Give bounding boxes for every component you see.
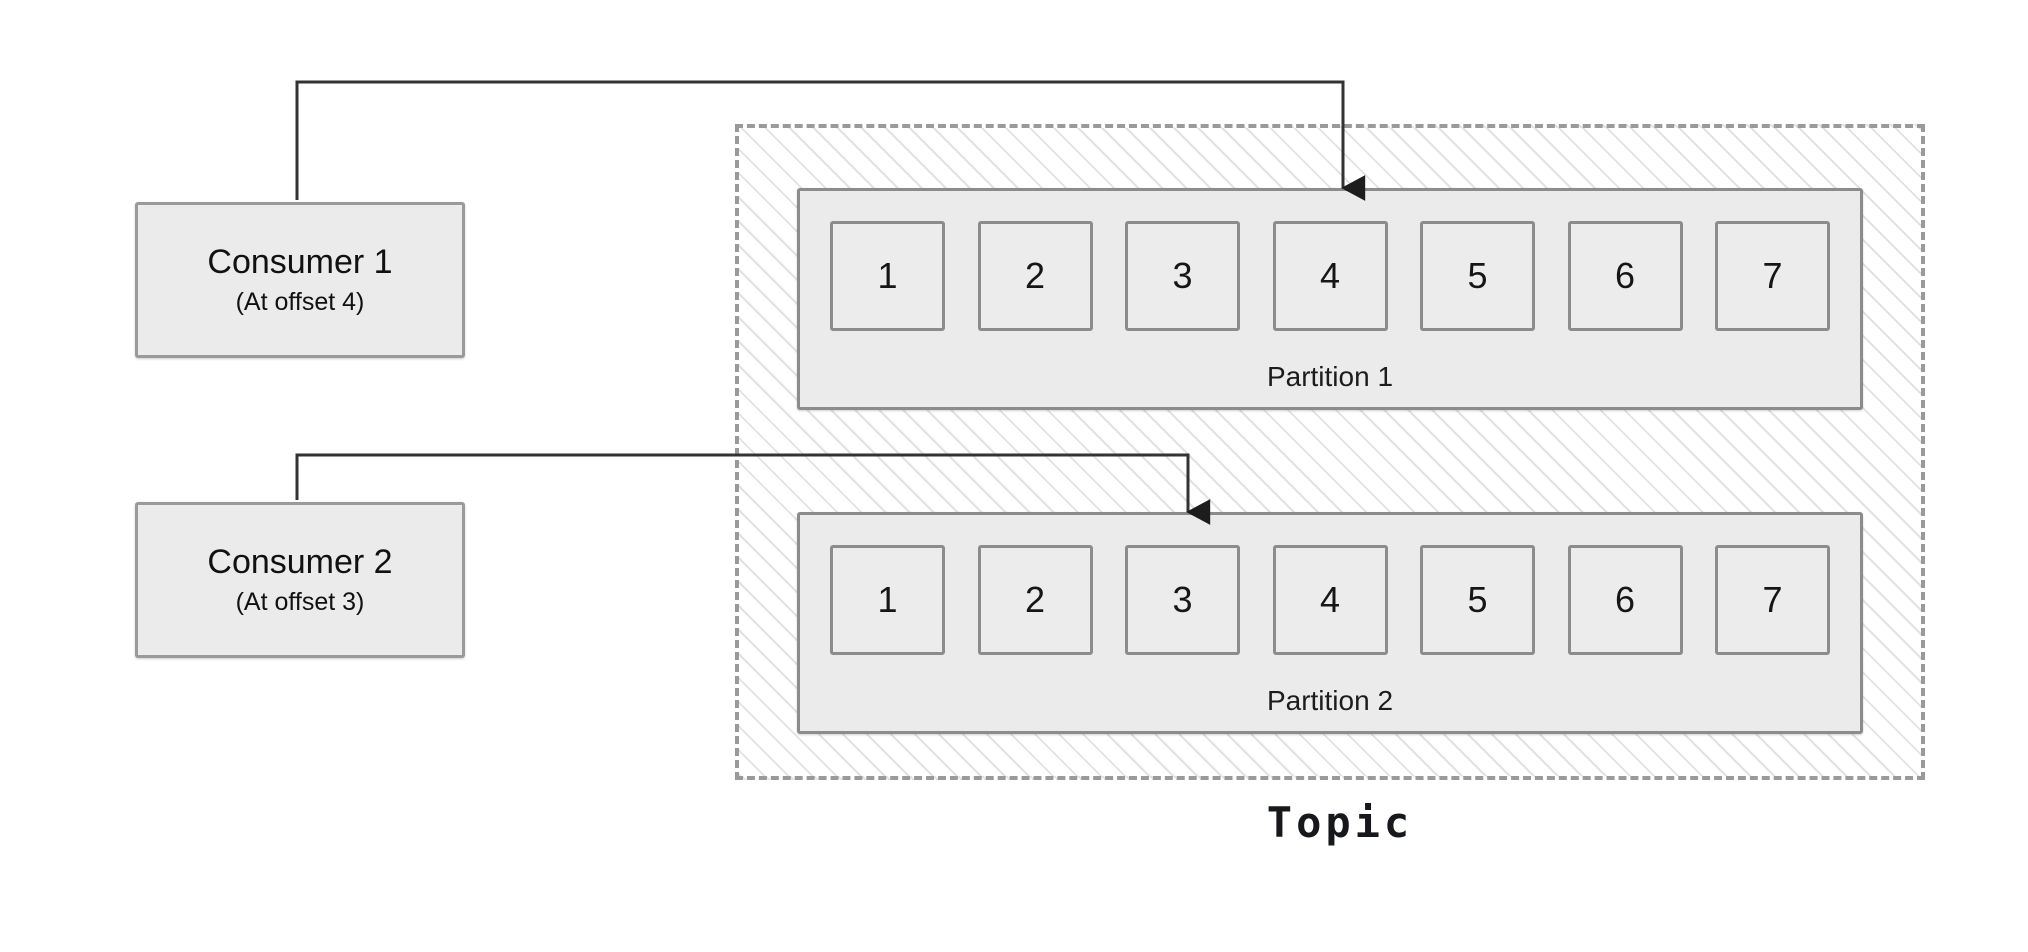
partition-1-cell-2: 2: [977, 221, 1093, 331]
partition-1-cell-1: 1: [830, 221, 945, 331]
partition-2-cell-6: 6: [1567, 545, 1683, 655]
consumer-2-title: Consumer 2: [207, 542, 393, 581]
consumer-1-box: Consumer 1 (At offset 4): [135, 202, 465, 358]
topic-caption: Topic: [1266, 798, 1414, 847]
partition-1: 1 2 3 4 5 6 7 Partition 1: [797, 188, 1863, 410]
consumer-1-offset-label: (At offset 4): [235, 288, 365, 317]
partition-2-cell-3: 3: [1125, 545, 1240, 655]
partition-2-cell-2: 2: [977, 545, 1093, 655]
consumer-2-offset-label: (At offset 3): [235, 588, 365, 617]
partition-1-cell-4: 4: [1272, 221, 1388, 331]
partition-2-label: Partition 2: [1266, 685, 1394, 716]
partition-1-cell-3: 3: [1125, 221, 1240, 331]
partition-2-cell-7: 7: [1715, 545, 1830, 655]
partition-2: 1 2 3 4 5 6 7 Partition 2: [797, 512, 1863, 734]
consumer-2-box: Consumer 2 (At offset 3): [135, 502, 465, 658]
partition-1-cell-7: 7: [1715, 221, 1830, 331]
partition-2-cell-1: 1: [830, 545, 945, 655]
partition-1-cells: 1 2 3 4 5 6 7: [830, 221, 1830, 331]
partition-1-cell-5: 5: [1420, 221, 1535, 331]
partition-1-cell-6: 6: [1567, 221, 1683, 331]
partition-2-cell-4: 4: [1272, 545, 1388, 655]
partition-2-cells: 1 2 3 4 5 6 7: [830, 545, 1830, 655]
partition-1-label: Partition 1: [1266, 361, 1394, 392]
partition-2-cell-5: 5: [1420, 545, 1535, 655]
consumer-1-title: Consumer 1: [207, 242, 393, 281]
